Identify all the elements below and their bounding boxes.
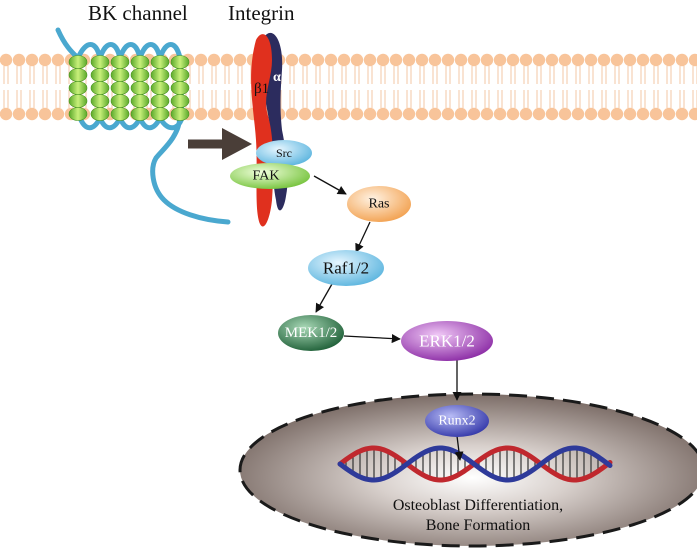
beta1-label: β1 [254,81,269,97]
alpha-label: α [273,70,281,85]
node-mek: MEK1/2 [278,315,344,351]
outcome-line1: Osteoblast Differentiation, [393,497,563,514]
arrow-ras-to-raf [355,221,371,253]
node-ras: Ras [347,186,411,222]
bk-to-integrin-arrow [188,128,252,160]
outcome-line2: Bone Formation [426,517,530,534]
node-src: Src [256,140,312,166]
arrow-mek-to-erk [343,334,401,344]
node-runx2: Runx2 [425,405,489,437]
node-fak: FAK [230,163,310,189]
arrow-runx2-to-dna [454,435,464,461]
bk-channel-helices [68,55,190,121]
arrow-fak-to-ras [313,175,347,195]
node-erk-label: ERK1/2 [419,332,475,351]
node-fak-label: FAK [253,169,280,184]
node-mek-label: MEK1/2 [285,325,338,341]
integrin-beta1-subunit [251,34,274,227]
node-src-label: Src [276,146,292,160]
cell-membrane [0,53,697,121]
node-raf-label: Raf1/2 [323,259,369,278]
arrow-raf-to-mek [315,283,333,313]
node-runx2-label: Runx2 [438,414,475,429]
integrin-label: Integrin [228,1,295,25]
integrin [251,32,288,227]
node-ras-label: Ras [369,197,390,212]
signal-arrows [313,175,464,461]
node-erk: ERK1/2 [401,321,493,361]
node-raf: Raf1/2 [308,250,384,286]
bk-channel [55,27,231,225]
bk-channel-label: BK channel [88,1,188,25]
dna-helix [337,445,613,483]
